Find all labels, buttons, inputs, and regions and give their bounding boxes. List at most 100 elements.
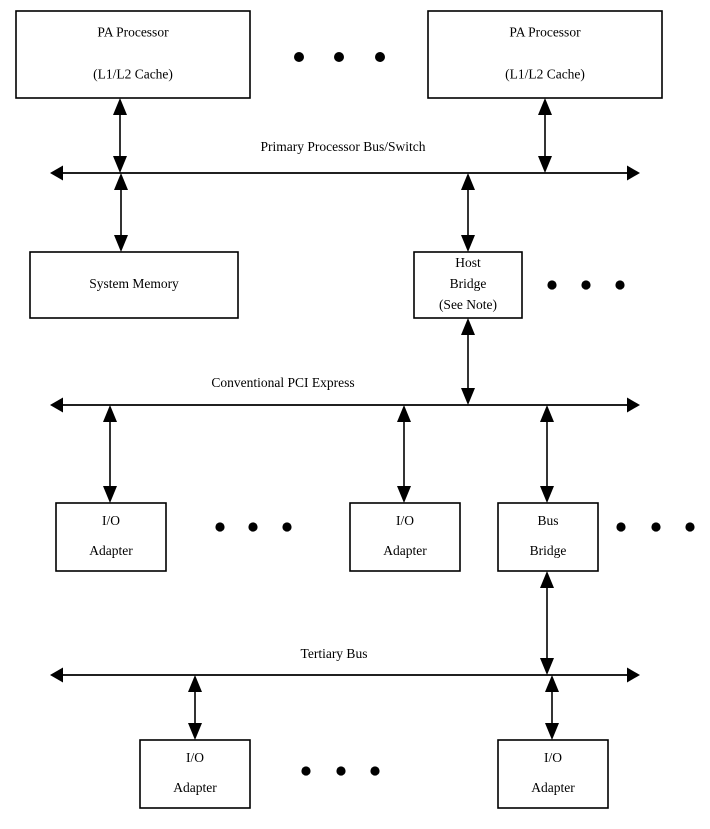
ellipsis-io-adapters-pci-dot-2	[248, 522, 258, 532]
ellipsis-bus-bridges	[616, 522, 695, 532]
box-label-io-adapter-tertiary-2-line1: I/O	[544, 750, 562, 765]
conn-bus-bridge-to-tertiary-bus-arrow-down	[540, 658, 554, 675]
box-label-pa-processor-left-line2: (L1/L2 Cache)	[93, 67, 173, 82]
ellipsis-bus-bridges-dot-3	[685, 522, 695, 532]
arrow-left-conventional-pci-express-bus	[50, 397, 63, 413]
box-label-pa-processor-right-line2: (L1/L2 Cache)	[505, 67, 585, 82]
box-label-io-adapter-tertiary-1-line2: Adapter	[173, 780, 217, 795]
conn-primary-bus-to-system-memory-arrow-down	[114, 235, 128, 252]
conn-pa-left-to-primary-bus-arrow-up	[113, 98, 127, 115]
ellipsis-io-adapters-pci-dot-3	[282, 522, 292, 532]
bus-label-conventional-pci-express-bus: Conventional PCI Express	[211, 375, 354, 390]
ellipsis-host-bridges-dot-3	[615, 280, 625, 290]
conn-pa-right-to-primary-bus-arrow-up	[538, 98, 552, 115]
conn-tertiary-bus-to-io-adapter-1-arrow-up	[188, 675, 202, 692]
conn-pci-bus-to-io-adapter-1-arrow-down	[103, 486, 117, 503]
conn-primary-bus-to-host-bridge	[461, 173, 475, 252]
box-outline-pa-processor-left	[15, 10, 251, 99]
box-label-bus-bridge-line2: Bridge	[530, 543, 567, 558]
box-io-adapter-tertiary-2[interactable]: I/O Adapter	[497, 739, 609, 809]
ellipsis-io-adapters-tertiary-dot-1	[301, 766, 311, 776]
arrow-left-tertiary-bus	[50, 667, 63, 683]
box-label-host-bridge-line2: Bridge	[450, 276, 487, 291]
box-io-adapter-pci-2[interactable]: I/O Adapter	[349, 502, 461, 572]
ellipsis-bus-bridges-dot-1	[616, 522, 626, 532]
conn-bus-bridge-to-tertiary-bus	[540, 571, 554, 675]
box-pa-processor-right[interactable]: PA Processor(L1/L2 Cache)	[427, 10, 663, 99]
ellipsis-host-bridges	[547, 280, 625, 290]
ellipsis-processors	[294, 52, 385, 62]
conn-host-bridge-to-pci-bus-arrow-up	[461, 318, 475, 335]
ellipsis-io-adapters-tertiary-dot-2	[336, 766, 346, 776]
ellipsis-io-adapters-tertiary-dot-3	[370, 766, 380, 776]
conn-tertiary-bus-to-io-adapter-2-arrow-down	[545, 723, 559, 740]
conn-tertiary-bus-to-io-adapter-2	[545, 675, 559, 740]
ellipsis-io-adapters-tertiary	[301, 766, 380, 776]
box-label-io-adapter-tertiary-1-line1: I/O	[186, 750, 204, 765]
conn-pci-bus-to-io-adapter-2-arrow-up	[397, 405, 411, 422]
bus-lines-group: Primary Processor Bus/SwitchConventional…	[50, 139, 640, 683]
box-outline-io-adapter-pci-2	[349, 502, 461, 572]
connector-arrows-group	[103, 98, 559, 740]
conn-pa-left-to-primary-bus-arrow-down	[113, 156, 127, 173]
ellipsis-bus-bridges-dot-2	[651, 522, 661, 532]
box-outline-host-bridge	[413, 251, 523, 319]
box-outline-bus-bridge	[497, 502, 599, 572]
conn-primary-bus-to-system-memory-arrow-up	[114, 173, 128, 190]
conn-pci-bus-to-bus-bridge-arrow-down	[540, 486, 554, 503]
arrow-right-tertiary-bus	[627, 667, 640, 683]
box-label-host-bridge-line1: Host	[455, 255, 481, 270]
conn-pci-bus-to-bus-bridge	[540, 405, 554, 503]
box-label-io-adapter-pci-1-line1: I/O	[102, 513, 120, 528]
ellipsis-io-adapters-pci-dot-1	[215, 522, 225, 532]
box-label-host-bridge-line3: (See Note)	[439, 297, 497, 312]
box-label-system-memory-line1: System Memory	[89, 276, 179, 291]
conn-primary-bus-to-host-bridge-arrow-up	[461, 173, 475, 190]
box-outline-system-memory	[29, 251, 239, 319]
bus-label-tertiary-bus: Tertiary Bus	[301, 646, 368, 661]
box-label-io-adapter-pci-2-line2: Adapter	[383, 543, 427, 558]
conn-pa-right-to-primary-bus-arrow-down	[538, 156, 552, 173]
box-label-pa-processor-left-line1: PA Processor	[97, 25, 169, 40]
conn-pa-right-to-primary-bus	[538, 98, 552, 173]
box-pa-processor-left[interactable]: PA Processor (L1/L2 Cache)	[15, 10, 251, 99]
box-io-adapter-pci-1[interactable]: I/O Adapter	[55, 502, 167, 572]
conn-pci-bus-to-io-adapter-2-arrow-down	[397, 486, 411, 503]
ellipsis-host-bridges-dot-1	[547, 280, 557, 290]
box-system-memory[interactable]: System Memory	[29, 251, 239, 319]
conn-tertiary-bus-to-io-adapter-2-arrow-up	[545, 675, 559, 692]
ellipsis-io-adapters-pci	[215, 522, 292, 532]
conn-primary-bus-to-host-bridge-arrow-down	[461, 235, 475, 252]
box-outline-io-adapter-tertiary-1	[139, 739, 251, 809]
component-boxes-group: PA Processor(L1/L2 Cache)PA Processor(L1…	[15, 10, 663, 809]
bus-primary-processor-bus: Primary Processor Bus/Switch	[50, 139, 640, 181]
conn-pci-bus-to-io-adapter-2	[397, 405, 411, 503]
box-label-io-adapter-pci-1-line2: Adapter	[89, 543, 133, 558]
box-outline-io-adapter-tertiary-2	[497, 739, 609, 809]
box-label-io-adapter-pci-2-line1: I/O	[396, 513, 414, 528]
conn-pci-bus-to-io-adapter-1	[103, 405, 117, 503]
box-io-adapter-tertiary-1[interactable]: I/O Adapter	[139, 739, 251, 809]
box-label-bus-bridge-line1: Bus	[537, 513, 558, 528]
ellipsis-processors-dot-3	[375, 52, 385, 62]
arrow-left-primary-processor-bus	[50, 165, 63, 181]
ellipsis-processors-dot-1	[294, 52, 304, 62]
conn-tertiary-bus-to-io-adapter-1	[188, 675, 202, 740]
conn-pa-left-to-primary-bus	[113, 98, 127, 173]
bus-label-primary-processor-bus: Primary Processor Bus/Switch	[261, 139, 426, 154]
conn-tertiary-bus-to-io-adapter-1-arrow-down	[188, 723, 202, 740]
ellipsis-dots-group	[215, 52, 695, 776]
ellipsis-host-bridges-dot-2	[581, 280, 591, 290]
box-outline-io-adapter-pci-1	[55, 502, 167, 572]
conn-pci-bus-to-io-adapter-1-arrow-up	[103, 405, 117, 422]
arrow-right-primary-processor-bus	[627, 165, 640, 181]
bus-tertiary-bus: Tertiary Bus	[50, 646, 640, 683]
conn-host-bridge-to-pci-bus-arrow-down	[461, 388, 475, 405]
box-label-io-adapter-tertiary-2-line2: Adapter	[531, 780, 575, 795]
bus-conventional-pci-express-bus: Conventional PCI Express	[50, 375, 640, 413]
ellipsis-processors-dot-2	[334, 52, 344, 62]
